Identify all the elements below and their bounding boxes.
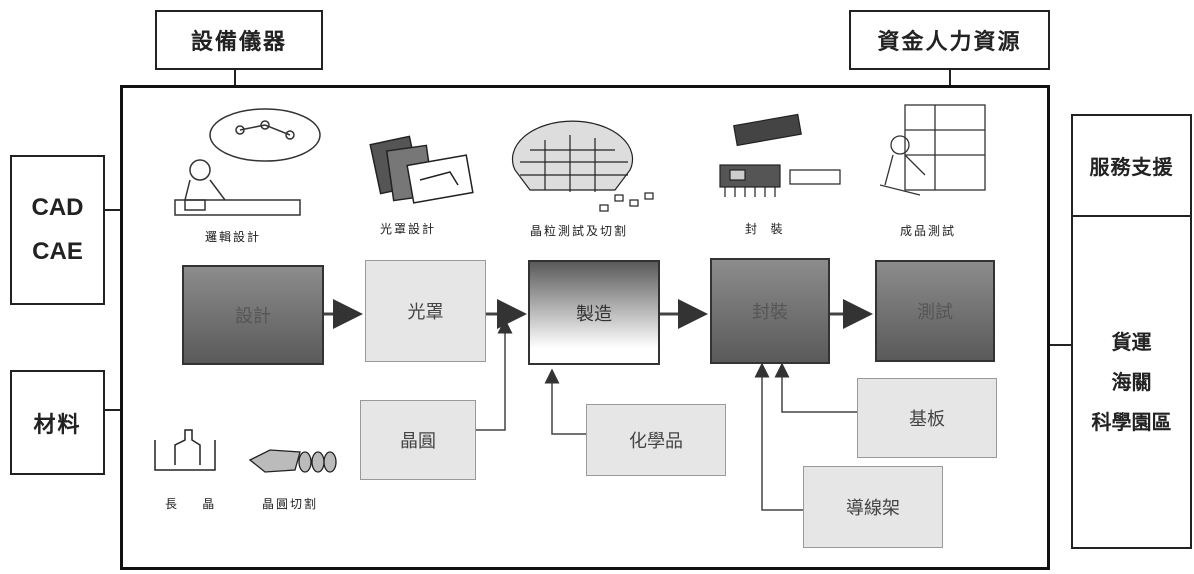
input-substrate-label: 基板 — [909, 409, 945, 430]
input-wafer-box: 晶圓 — [360, 400, 476, 480]
input-chemicals-box: 化學品 — [586, 404, 726, 476]
process-design-label: 設計 — [235, 306, 271, 327]
caption-mask-design: 光罩設計 — [380, 222, 437, 236]
caption-logic-design: 邏輯設計 — [205, 230, 262, 244]
service-item-customs: 海關 — [1111, 370, 1152, 394]
cae-label: CAE — [32, 238, 83, 265]
substrate-arrow — [774, 362, 857, 413]
service-label: 服務支援 — [1089, 155, 1174, 179]
materials-label: 材料 — [33, 411, 82, 438]
lead-frame-arrow — [754, 362, 803, 511]
caption-crystal-growth: 長 晶 — [165, 497, 217, 511]
input-substrate-box: 基板 — [857, 378, 997, 458]
cad-cae-box: CAD CAE — [10, 155, 105, 305]
process-design-box: 設計 — [182, 265, 324, 365]
caption-wafer-test-cut: 晶粒測試及切割 — [530, 224, 629, 238]
service-item-shipping: 貨運 — [1111, 330, 1152, 354]
process-manufacturing-label: 製造 — [576, 303, 612, 325]
process-packaging-box: 封裝 — [710, 258, 830, 364]
process-packaging-label: 封裝 — [752, 302, 788, 323]
caption-final-test: 成品測試 — [900, 224, 957, 238]
funding-label: 資金人力資源 — [877, 29, 1022, 55]
service-support-panel: 服務支援 貨運 海關 科學園區 — [1071, 114, 1192, 549]
input-wafer-label: 晶圓 — [400, 431, 436, 452]
funding-box: 資金人力資源 — [849, 10, 1050, 70]
equipment-label: 設備儀器 — [190, 29, 287, 55]
input-lead-frame-label: 導線架 — [846, 498, 900, 519]
chemicals-arrow — [544, 368, 586, 435]
input-chemicals-label: 化學品 — [629, 431, 683, 452]
service-list: 貨運 海關 科學園區 — [1073, 217, 1190, 547]
input-lead-frame-box: 導線架 — [803, 466, 943, 548]
process-testing-label: 測試 — [917, 302, 953, 323]
process-manufacturing-box: 製造 — [528, 260, 660, 365]
process-mask-label: 光罩 — [407, 302, 444, 323]
caption-packaging: 封 裝 — [745, 222, 785, 236]
equipment-box: 設備儀器 — [155, 10, 323, 70]
service-header: 服務支援 — [1073, 116, 1190, 217]
cad-label: CAD — [31, 194, 84, 221]
caption-wafer-slicing: 晶圓切割 — [262, 497, 319, 511]
process-mask-box: 光罩 — [365, 260, 486, 362]
service-item-science-park: 科學園區 — [1091, 410, 1172, 434]
wafer-arrow — [476, 318, 513, 431]
industry-chain-frame — [120, 85, 1050, 570]
materials-box: 材料 — [10, 370, 105, 475]
process-testing-box: 測試 — [875, 260, 995, 362]
